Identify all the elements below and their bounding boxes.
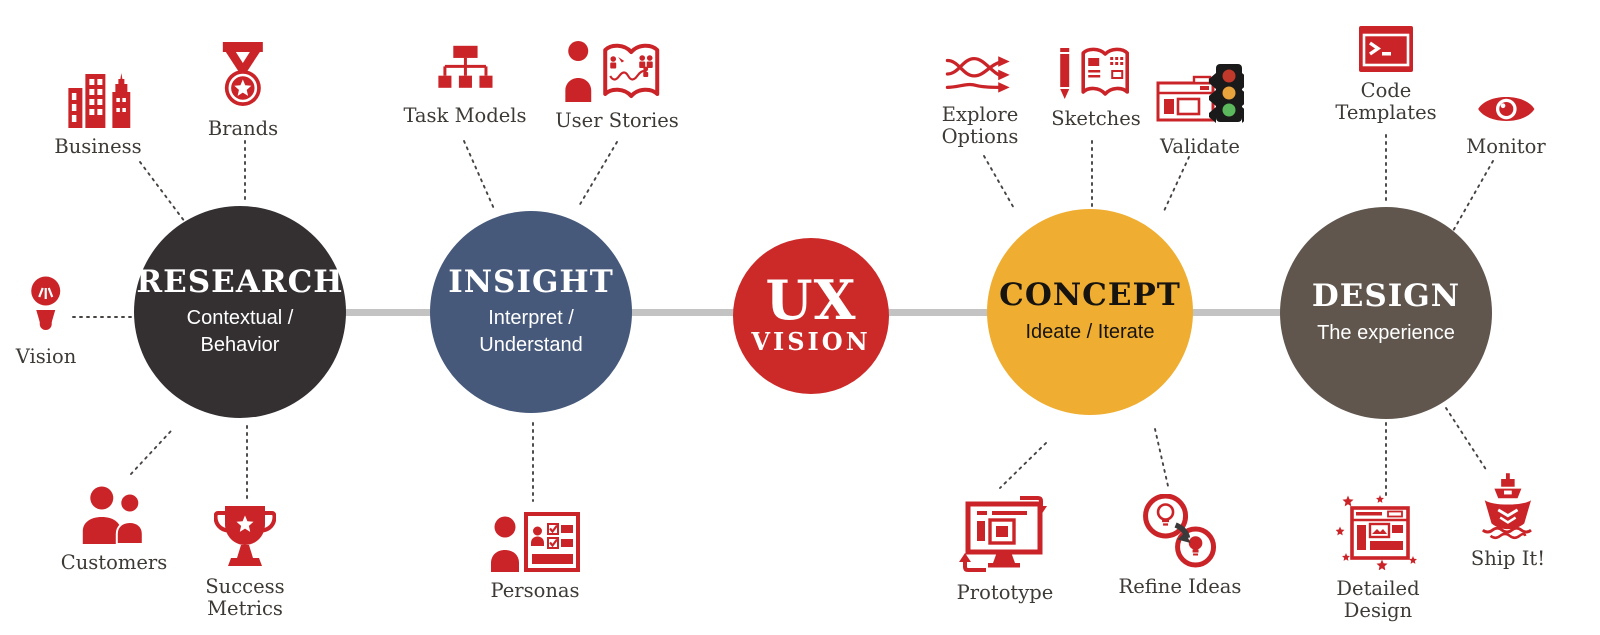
satellite-refine-ideas: Refine Ideas (1118, 494, 1242, 598)
stage-circle-concept: CONCEPT Ideate / Iterate (987, 209, 1193, 415)
satellite-label: Personas (490, 579, 580, 602)
satellite-label: Prototype (956, 581, 1054, 604)
terminal-icon (1359, 26, 1413, 72)
satellite-label: Task Models (403, 104, 527, 127)
satellite-prototype: Prototype (952, 494, 1058, 604)
satellite-validate: Validate (1156, 64, 1244, 158)
satellite-code-templates: Code Templates (1330, 26, 1442, 123)
browser-stars-icon (1336, 495, 1417, 570)
satellite-label: Sketches (1051, 107, 1141, 130)
satellite-vision: Vision (15, 276, 77, 368)
stage-subtitle: Contextual / Behavior (186, 307, 294, 356)
line-prototype (999, 442, 1047, 489)
satellite-explore-options: Explore Options (934, 50, 1026, 147)
line-ship-it (1445, 407, 1488, 472)
hub-subtitle: VISION (751, 327, 871, 357)
satellite-label: Detailed Design (1336, 577, 1420, 622)
stage-title: RESEARCH (136, 263, 344, 300)
line-task-models (463, 140, 496, 212)
line-customers (130, 430, 172, 475)
satellite-label: Explore Options (941, 103, 1019, 148)
satellite-label: Brands (207, 117, 279, 140)
satellite-label: Business (54, 135, 142, 158)
city-buildings-icon (68, 73, 130, 128)
satellite-detailed-design: Detailed Design (1332, 494, 1424, 621)
hub-circle-ux-vision: UX VISION (733, 238, 889, 394)
satellite-label: Monitor (1466, 135, 1546, 158)
lightbulbs-arrow-icon (1143, 494, 1217, 568)
lightbulb-icon (31, 276, 61, 330)
line-user-stories (578, 141, 618, 207)
browser-traffic-light-icon (1156, 64, 1244, 123)
person-checklist-icon (491, 512, 580, 572)
stage-circle-design: DESIGN The experience (1280, 207, 1492, 419)
stage-subtitle: Ideate / Iterate (1025, 320, 1155, 343)
eye-icon (1477, 97, 1535, 121)
line-monitor (1452, 160, 1494, 232)
monitor-iterate-icon (959, 496, 1047, 572)
satellite-success-metrics: Success Metrics (199, 504, 291, 619)
stage-subtitle: Interpret / Understand (479, 307, 583, 356)
people-icon (82, 486, 144, 544)
trophy-icon (214, 506, 276, 566)
satellite-label: Vision (15, 345, 77, 368)
satellite-ship-it: Ship It! (1471, 472, 1545, 570)
org-chart-icon (437, 45, 493, 88)
satellite-label: Success Metrics (205, 575, 285, 620)
crossing-arrows-icon (945, 56, 1010, 93)
satellite-personas: Personas (490, 512, 580, 602)
line-refine-ideas (1154, 428, 1169, 487)
satellite-monitor: Monitor (1466, 90, 1546, 158)
satellite-task-models: Task Models (403, 45, 527, 127)
satellite-label: Customers (60, 551, 168, 574)
satellite-customers: Customers (61, 486, 167, 574)
hub-title: UX (765, 267, 857, 332)
satellite-business: Business (54, 62, 142, 158)
satellite-user-stories: User Stories (555, 40, 679, 132)
stage-subtitle: The experience (1317, 321, 1455, 344)
stage-title: DESIGN (1311, 278, 1461, 315)
satellite-label: Refine Ideas (1118, 575, 1242, 598)
satellite-label: Ship It! (1470, 547, 1546, 570)
satellite-sketches: Sketches (1051, 46, 1141, 130)
satellite-label: Validate (1160, 135, 1240, 158)
stage-title: CONCEPT (999, 277, 1181, 314)
stage-circle-insight: INSIGHT Interpret / Understand (430, 211, 632, 413)
stage-circle-research: RESEARCH Contextual / Behavior (134, 206, 346, 418)
person-storybook-icon (564, 41, 659, 102)
medal-icon (222, 42, 263, 106)
ship-icon (1482, 473, 1533, 540)
satellite-label: Code Templates (1335, 79, 1437, 124)
line-explore-options (983, 155, 1016, 211)
satellite-label: User Stories (555, 109, 679, 132)
satellite-brands: Brands (208, 42, 278, 140)
pencil-sketchbook-icon (1059, 47, 1129, 99)
line-validate (1163, 156, 1190, 212)
stage-title: INSIGHT (448, 263, 614, 300)
line-business (139, 161, 192, 231)
